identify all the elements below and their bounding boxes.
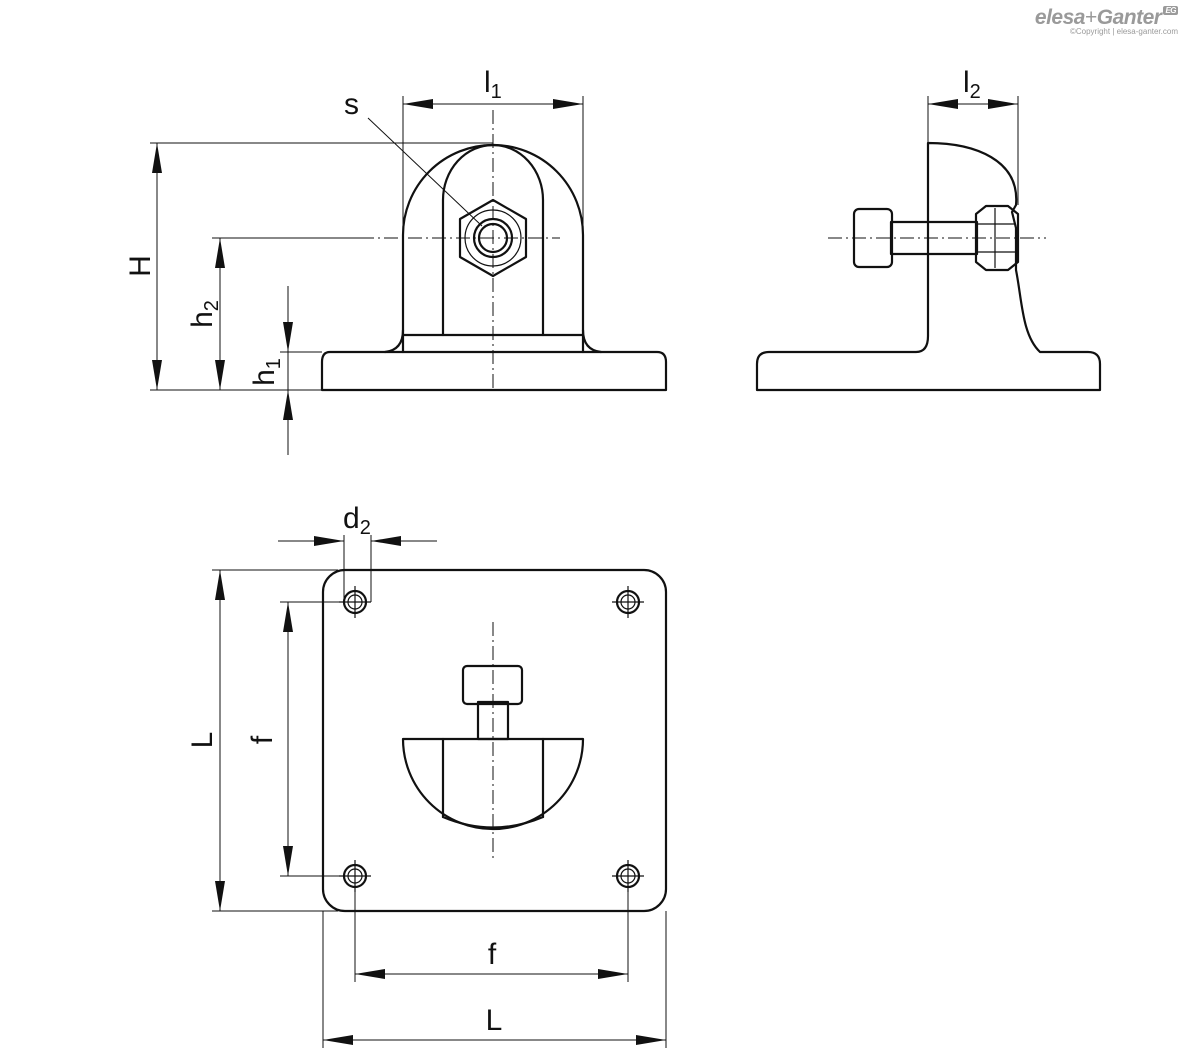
front-fillet-right <box>581 328 603 354</box>
label-L-vertical: L <box>186 732 219 749</box>
s-leader-line <box>367 117 483 227</box>
label-f-horizontal: f <box>488 938 497 971</box>
dim-H <box>150 142 493 391</box>
label-l1: l1 <box>484 66 502 103</box>
label-l2: l2 <box>963 66 981 103</box>
dim-f-horizontal <box>354 876 629 982</box>
label-h2: h2 <box>186 300 223 328</box>
front-view <box>320 110 668 392</box>
dim-h1 <box>280 286 322 455</box>
dim-L-vertical <box>212 569 338 912</box>
dim-h2 <box>212 237 360 390</box>
dim-L-horizontal <box>322 911 667 1048</box>
label-h1: h1 <box>248 358 285 386</box>
label-L-horizontal: L <box>486 1004 503 1037</box>
label-d2: d2 <box>343 502 371 539</box>
front-fillet-left <box>383 328 405 354</box>
dim-l2 <box>927 96 1019 205</box>
label-H: H <box>124 255 157 277</box>
dim-l1 <box>402 96 584 230</box>
dim-f-vertical <box>280 601 355 877</box>
logo-brand-left: elesa <box>1034 6 1086 29</box>
top-base-plate <box>321 568 668 913</box>
label-s: s <box>344 88 359 121</box>
top-half-round <box>401 737 585 831</box>
top-view <box>321 568 668 913</box>
label-f-vertical: f <box>246 735 279 744</box>
side-section-view <box>755 141 1102 392</box>
logo-badge: EG <box>1163 6 1178 15</box>
hex-nut-icon <box>458 198 528 278</box>
dim-d2 <box>278 535 437 602</box>
side-nut <box>974 204 1020 272</box>
front-base-plate <box>320 350 668 392</box>
side-section-body <box>755 141 1102 392</box>
logo-brand-right: Ganter <box>1096 6 1162 29</box>
logo-copyright: ©Copyright | elesa-ganter.com <box>1069 27 1178 36</box>
logo-brand-sep: + <box>1084 6 1097 29</box>
